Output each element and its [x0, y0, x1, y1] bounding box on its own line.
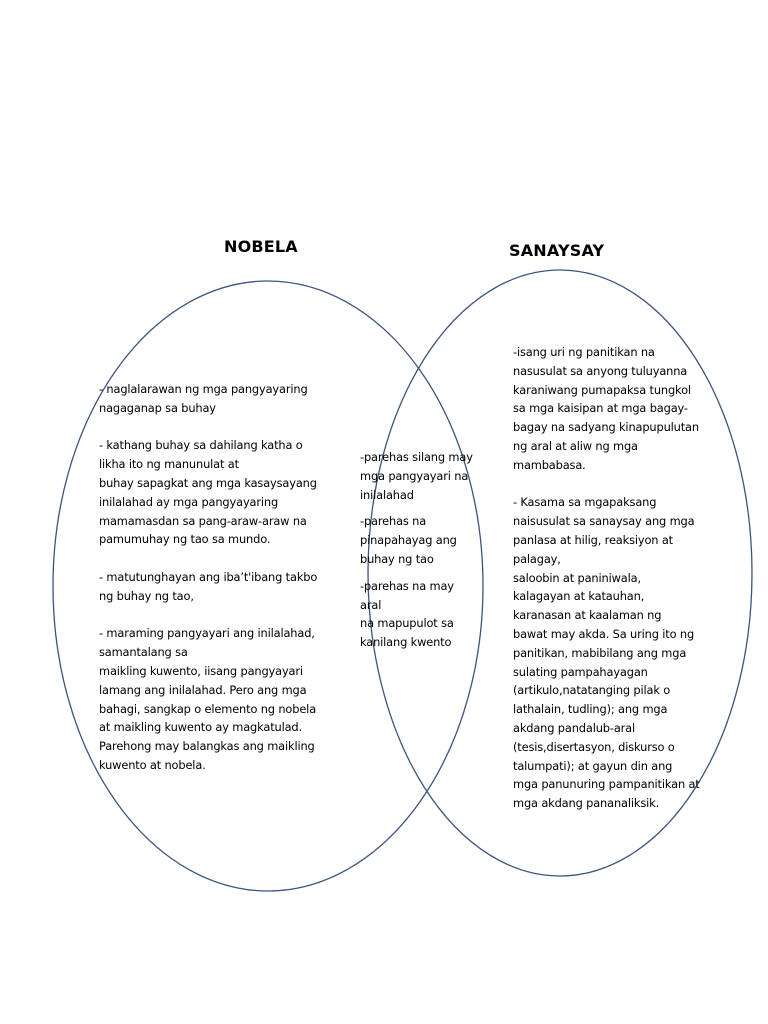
shared-trait: -parehas na pinapahayag ang buhay ng tao — [360, 514, 457, 566]
nobela-traits: - naglalarawan ng mga pangyayaring nagag… — [99, 380, 327, 775]
sanaysay-trait: - Kasama sa mgapaksang naisusulat sa san… — [513, 495, 700, 811]
nobela-title: NOBELA — [224, 237, 298, 256]
sanaysay-circle — [367, 269, 753, 877]
nobela-circle — [52, 280, 484, 892]
shared-trait: -parehas na may aral na mapupulot sa kan… — [360, 578, 454, 650]
nobela-trait: - naglalarawan ng mga pangyayaring nagag… — [99, 382, 308, 415]
sanaysay-trait: -isang uri ng panitikan na nasusulat sa … — [513, 345, 699, 472]
sanaysay-title: SANAYSAY — [509, 241, 605, 260]
shared-traits: -parehas silang may mga pangyayari na in… — [360, 448, 478, 660]
shared-trait: -parehas silang may mga pangyayari na in… — [360, 450, 473, 502]
sanaysay-traits: -isang uri ng panitikan na nasusulat sa … — [513, 343, 713, 832]
nobela-trait: - matutunghayan ang iba’t'ibang takbo ng… — [99, 569, 318, 603]
nobela-trait: - maraming pangyayari ang inilalahad, sa… — [99, 626, 317, 772]
nobela-trait: - kathang buhay sa dahilang katha o likh… — [99, 438, 317, 547]
